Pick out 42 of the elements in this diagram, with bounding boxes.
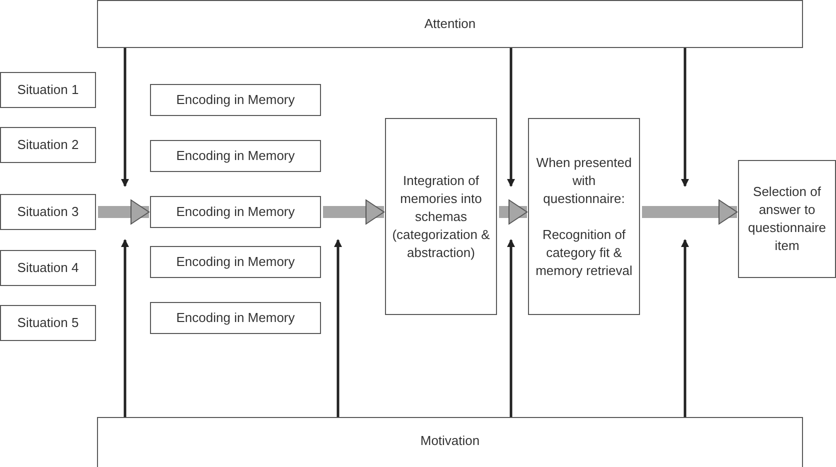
process-box — [0, 305, 96, 341]
process-box — [528, 118, 640, 315]
box-text: Situation 4 — [17, 259, 79, 277]
band-box — [97, 417, 803, 467]
box-text: Encoding in Memory — [176, 91, 295, 109]
box-text: Encoding in Memory — [176, 203, 295, 221]
process-box — [0, 127, 96, 163]
process-box — [0, 194, 96, 230]
arrow — [507, 239, 515, 417]
box-text: Recognition of category fit & memory retrieval — [534, 226, 634, 280]
arrow — [681, 48, 689, 187]
box-text: Situation 5 — [17, 314, 79, 332]
process-box — [150, 84, 321, 116]
process-box — [150, 196, 321, 228]
block-arrow — [98, 200, 150, 224]
process-box — [0, 250, 96, 286]
box-text: When presented with questionnaire: — [535, 154, 633, 208]
box-text: Selection of answer to questionnaire item — [746, 183, 828, 255]
box-text: Attention — [424, 15, 476, 33]
band-box — [97, 0, 803, 48]
arrow — [334, 239, 342, 417]
box-text: Situation 3 — [17, 203, 79, 221]
box-text: Encoding in Memory — [176, 253, 295, 271]
process-box — [150, 302, 321, 334]
arrow — [121, 48, 129, 187]
process-box — [150, 140, 321, 172]
arrow — [681, 239, 689, 417]
box-text: Integration of memories into schemas (categorization & abstraction) — [391, 172, 491, 262]
block-arrow — [323, 200, 384, 224]
arrow — [507, 48, 515, 187]
box-text: Situation 1 — [17, 81, 79, 99]
process-box — [385, 118, 497, 315]
process-box — [738, 160, 836, 278]
block-arrow — [642, 200, 738, 224]
process-box — [0, 72, 96, 108]
box-text: Situation 2 — [17, 136, 79, 154]
box-text: Encoding in Memory — [176, 309, 295, 327]
process-box — [150, 246, 321, 278]
block-arrow — [499, 200, 528, 224]
box-text: Encoding in Memory — [176, 147, 295, 165]
arrow — [121, 239, 129, 417]
box-text: Motivation — [420, 432, 480, 450]
